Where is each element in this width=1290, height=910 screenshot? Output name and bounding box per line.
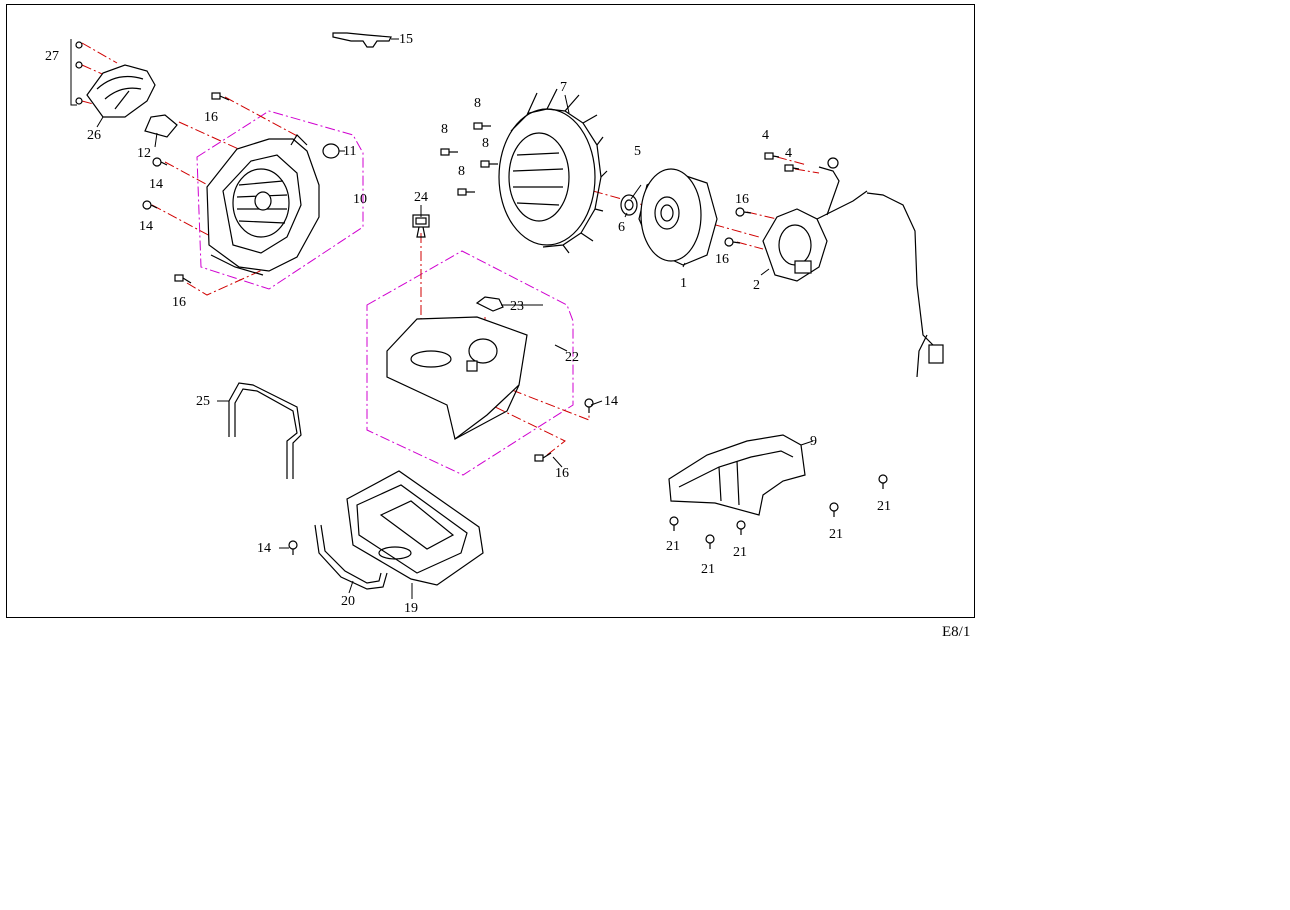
diagram-frame: 1 2 4 4 5 6 7 8 8 8 8 9 10 11 12 14 14 1… <box>6 4 975 618</box>
part-22-shroud <box>386 316 528 441</box>
label-part-26: 26 <box>87 128 101 143</box>
label-part-8a: 8 <box>474 96 481 111</box>
part-10-fan-cover <box>206 134 320 276</box>
label-part-21e: 21 <box>877 499 891 514</box>
label-part-14c: 14 <box>604 394 618 409</box>
part-7-cooling-fan <box>498 88 608 254</box>
label-part-22: 22 <box>565 350 579 365</box>
screws-8 <box>440 122 498 196</box>
label-part-23: 23 <box>510 299 524 314</box>
label-part-4a: 4 <box>762 128 769 143</box>
part-2-stator <box>762 157 944 378</box>
label-part-24: 24 <box>414 190 428 205</box>
label-part-14a: 14 <box>149 177 163 192</box>
label-part-14d: 14 <box>257 541 271 556</box>
label-part-8c: 8 <box>482 136 489 151</box>
bolts-14-16-center <box>534 398 594 462</box>
part-6-washer <box>624 199 634 211</box>
group-outline-fan-cover <box>196 110 364 290</box>
label-part-25: 25 <box>196 394 210 409</box>
part-23-clip <box>475 296 504 312</box>
part-27-screws <box>70 39 83 106</box>
part-15-bracket <box>332 32 392 48</box>
label-part-19: 19 <box>404 601 418 616</box>
label-part-16d: 16 <box>735 192 749 207</box>
label-part-16c: 16 <box>555 466 569 481</box>
label-part-21a: 21 <box>666 539 680 554</box>
part-1-flywheel <box>638 168 718 266</box>
label-part-4b: 4 <box>785 146 792 161</box>
label-part-5: 5 <box>634 144 641 159</box>
label-part-16a: 16 <box>204 110 218 125</box>
bolt-parts-left <box>142 92 230 284</box>
label-part-21b: 21 <box>701 562 715 577</box>
label-part-8b: 8 <box>441 122 448 137</box>
label-part-7: 7 <box>560 80 567 95</box>
part-20-pipe <box>314 524 388 590</box>
label-part-21d: 21 <box>829 527 843 542</box>
group-outline-shroud <box>366 250 574 476</box>
label-part-15: 15 <box>399 32 413 47</box>
part-26-cover <box>86 64 156 118</box>
screws-4-16-right <box>724 152 800 247</box>
part-labels: 1 2 4 4 5 6 7 8 8 8 8 9 10 11 12 14 14 1… <box>45 32 891 616</box>
label-part-21c: 21 <box>733 545 747 560</box>
label-part-27: 27 <box>45 49 59 64</box>
label-part-9: 9 <box>810 434 817 449</box>
label-part-20: 20 <box>341 594 355 609</box>
part-19-air-duct <box>346 470 484 586</box>
part-11-grommet <box>322 143 340 159</box>
screws-21 <box>669 474 888 549</box>
label-part-10: 10 <box>353 192 367 207</box>
label-part-1: 1 <box>680 276 687 291</box>
label-part-11: 11 <box>343 144 356 159</box>
label-part-8d: 8 <box>458 164 465 179</box>
label-part-6: 6 <box>618 220 625 235</box>
bolt-14-bottom <box>288 540 298 555</box>
exploded-parts-diagram: 1 2 4 4 5 6 7 8 8 8 8 9 10 11 12 14 14 1… <box>45 32 944 616</box>
part-5-nut <box>620 194 638 216</box>
label-part-12: 12 <box>137 146 151 161</box>
part-9-lower-cover <box>668 434 806 516</box>
part-25-seal-strip <box>228 382 302 479</box>
label-part-2: 2 <box>753 278 760 293</box>
label-part-16b: 16 <box>172 295 186 310</box>
label-part-16e: 16 <box>715 252 729 267</box>
leader-lines <box>96 38 814 599</box>
page-code: E8/1 <box>942 624 971 640</box>
label-part-14b: 14 <box>139 219 153 234</box>
part-12-cap <box>144 114 178 138</box>
